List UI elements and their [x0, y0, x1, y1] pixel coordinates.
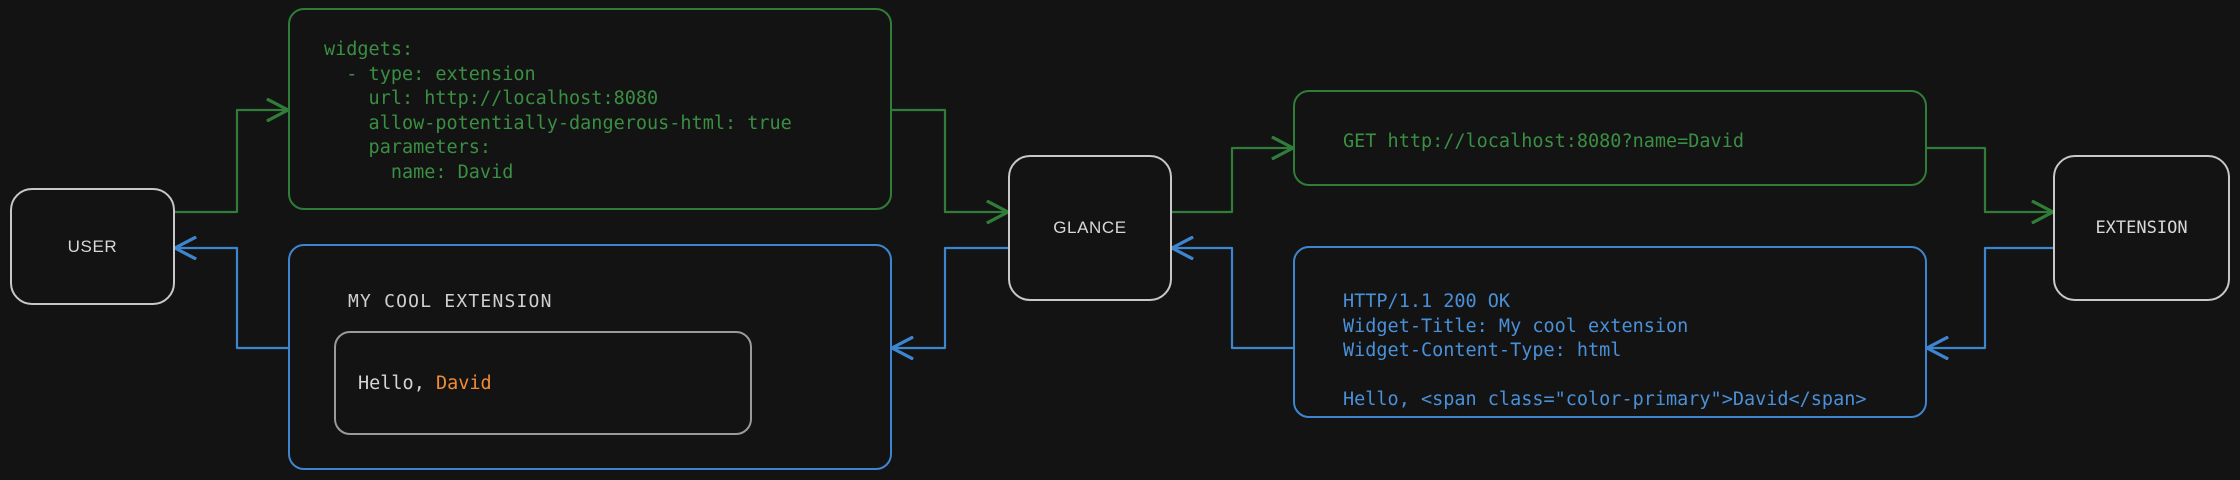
node-user-label: USER [67, 236, 118, 256]
wire-glance-to-request [1172, 148, 1293, 214]
wire-widget-to-user [175, 248, 288, 350]
http-get-request-code: GET http://localhost:8080?name=David [1343, 131, 1744, 152]
wire-config-to-glance [892, 108, 1008, 212]
rendered-widget-name: David [435, 372, 492, 394]
wire-glance-to-widget [892, 246, 1008, 348]
wire-user-to-config [175, 110, 288, 214]
node-extension-label: EXTENSION [2095, 218, 2188, 238]
rendered-widget-body: Hello, David [334, 331, 752, 435]
panel-glance-yaml-config: widgets: - type: extension url: http://l… [288, 8, 892, 210]
wire-request-to-extension [1927, 146, 2053, 212]
panel-http-get-request: GET http://localhost:8080?name=David [1293, 90, 1927, 186]
node-glance[interactable]: GLANCE [1008, 155, 1172, 301]
node-user[interactable]: USER [10, 188, 175, 305]
glance-yaml-config-code: widgets: - type: extension url: http://l… [324, 39, 792, 183]
panel-http-response: HTTP/1.1 200 OK Widget-Title: My cool ex… [1293, 246, 1927, 418]
http-response-code: HTTP/1.1 200 OK Widget-Title: My cool ex… [1343, 291, 1867, 410]
rendered-widget-greeting: Hello, [358, 372, 436, 394]
panel-rendered-widget: MY COOL EXTENSION Hello, David [288, 244, 892, 470]
rendered-widget-title: MY COOL EXTENSION [348, 291, 553, 312]
wire-response-to-glance [1172, 248, 1293, 350]
wire-extension-to-response [1927, 246, 2053, 348]
node-glance-label: GLANCE [1053, 218, 1127, 237]
node-extension[interactable]: EXTENSION [2053, 155, 2230, 301]
